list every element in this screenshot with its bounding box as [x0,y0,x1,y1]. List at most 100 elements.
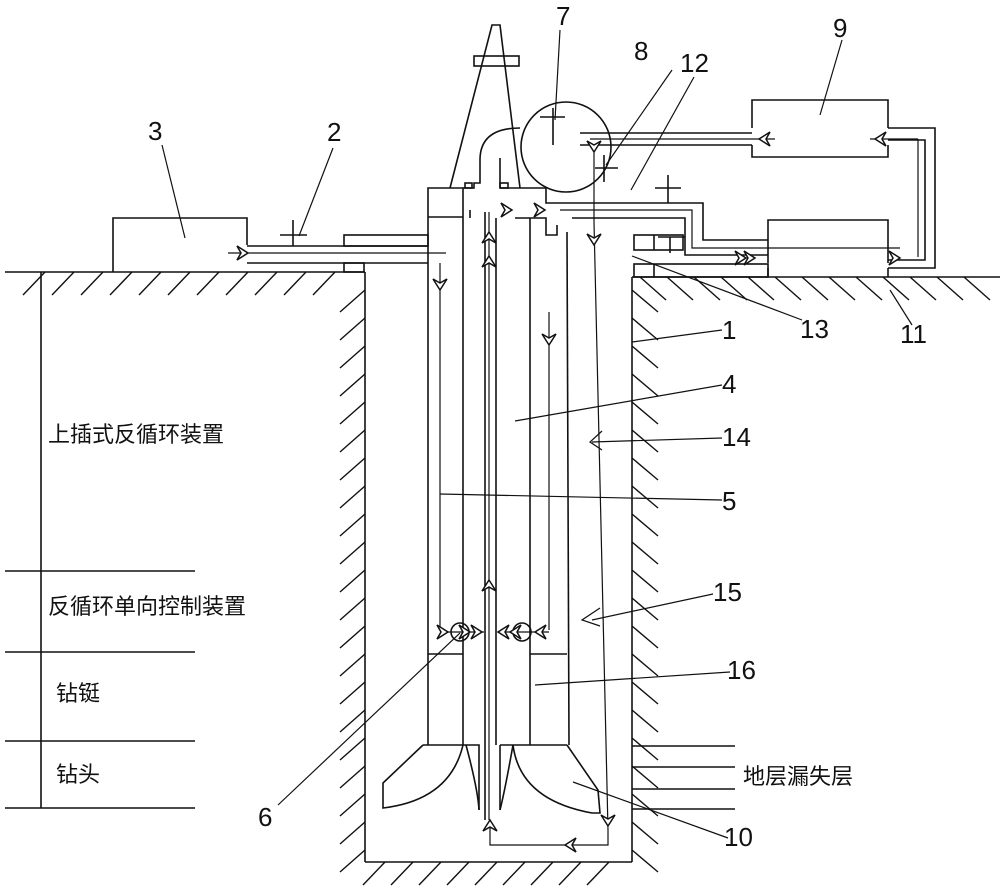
hatch-stroke [339,373,366,397]
hatch-stroke [631,373,659,397]
label-part-4: 4 [722,369,736,399]
flow-arrow-right-icon [436,624,450,640]
tank-9 [751,99,936,269]
hatch-stroke [339,541,366,565]
hatch-stroke [828,276,856,301]
part-number-labels: 3 2 7 8 12 9 13 11 1 4 14 5 15 16 10 6 [148,1,927,852]
label-upper-insert-device: 上插式反循环装置 [48,423,224,448]
hatch-stroke [631,513,659,537]
hatch-stroke [339,345,366,369]
hatch-stroke [631,737,659,761]
hatch-stroke [446,861,470,886]
flow-arrow-right-icon [533,202,547,218]
hatch-stroke [631,821,659,845]
hatch-stroke [339,429,366,453]
hatch-stroke [631,429,659,453]
hatch-stroke [666,276,694,301]
detail-circle-7 [520,101,612,193]
hatch-stroke [963,276,991,301]
hatch-stroke [631,681,659,705]
hatch-stroke [51,271,75,296]
component-13 [633,234,769,278]
hatch-stroke [362,861,386,886]
hatch-stroke [225,271,249,296]
hatch-stroke [631,849,659,873]
hatch-stroke [339,709,366,733]
label-part-3: 3 [148,116,162,146]
flow-arrow-left-icon [533,624,547,640]
return-pipe-to-9 [580,132,775,146]
hatch-stroke [109,271,133,296]
hatch-stroke [80,271,104,296]
hatch-stroke [339,765,366,789]
hatch-stroke [339,597,366,621]
flow-arrow-down-icon [541,333,557,347]
label-part-5: 5 [722,486,736,516]
flow-arrow-right-icon [743,250,757,266]
label-part-12: 12 [680,48,709,78]
label-part-10: 10 [724,822,753,852]
flow-arrow-up-icon [481,230,497,244]
flow-arrow-down-icon [432,278,448,292]
label-part-6: 6 [258,802,272,832]
label-part-8: 8 [634,36,648,66]
hatch-stroke [339,737,366,761]
hatch-stroke [474,861,498,886]
hatch-stroke [631,793,659,817]
hatch-stroke [339,681,366,705]
hatch-stroke [196,271,220,296]
hatch-stroke [339,569,366,593]
hatch-stroke [339,821,366,845]
hatch-stroke [631,317,659,341]
ground-surface [5,271,1000,278]
leader-lines [161,29,913,839]
hatch-stroke [339,457,366,481]
hatch-stroke [502,861,526,886]
label-part-13: 13 [800,314,829,344]
ground-hatching-left [22,271,336,296]
borehole-wall [364,272,633,863]
hatch-stroke [882,276,910,301]
hatch-stroke [418,861,442,886]
hatch-stroke [390,861,414,886]
flow-arrow-down-icon [586,140,602,154]
hatch-stroke [801,276,829,301]
flow-arrow-right-icon [734,250,748,266]
hatch-stroke [167,271,191,296]
section-bracket [5,272,195,809]
borehole-wall-hatching-right [631,289,659,873]
flow-arrow-down-icon [600,814,616,828]
valve-8 [595,155,618,182]
hatch-stroke [254,271,278,296]
mud-pump-box [112,217,248,272]
section-labels: 上插式反循环装置 反循环单向控制装置 钻铤 钻头 地层漏失层 [48,423,853,790]
label-one-way-control-device: 反循环单向控制装置 [48,595,246,620]
flow-arrow-down-icon [586,233,602,247]
hatch-stroke [855,276,883,301]
hatch-stroke [138,271,162,296]
borehole-wall-hatching-left [339,289,366,873]
hatch-stroke [339,625,366,649]
hatch-stroke [283,271,307,296]
label-part-11: 11 [900,319,927,349]
flow-arrows [236,131,902,853]
hatch-stroke [631,485,659,509]
flow-arrow-right-icon [236,245,250,261]
label-part-15: 15 [713,577,742,607]
flow-arrow-left-icon [496,624,510,640]
hatch-stroke [631,765,659,789]
inlet-pipe [228,220,446,273]
label-part-7: 7 [556,1,570,31]
label-formation-leak-layer: 地层漏失层 [743,765,853,790]
hatch-stroke [339,317,366,341]
hatch-stroke [631,345,659,369]
hatch-stroke [339,653,366,677]
hatch-stroke [339,793,366,817]
label-part-1: 1 [722,315,736,345]
hatch-stroke [631,457,659,481]
hatch-stroke [339,401,366,425]
hatch-stroke [631,569,659,593]
hatch-stroke [339,849,366,873]
flow-arrow-left-icon [873,131,887,147]
